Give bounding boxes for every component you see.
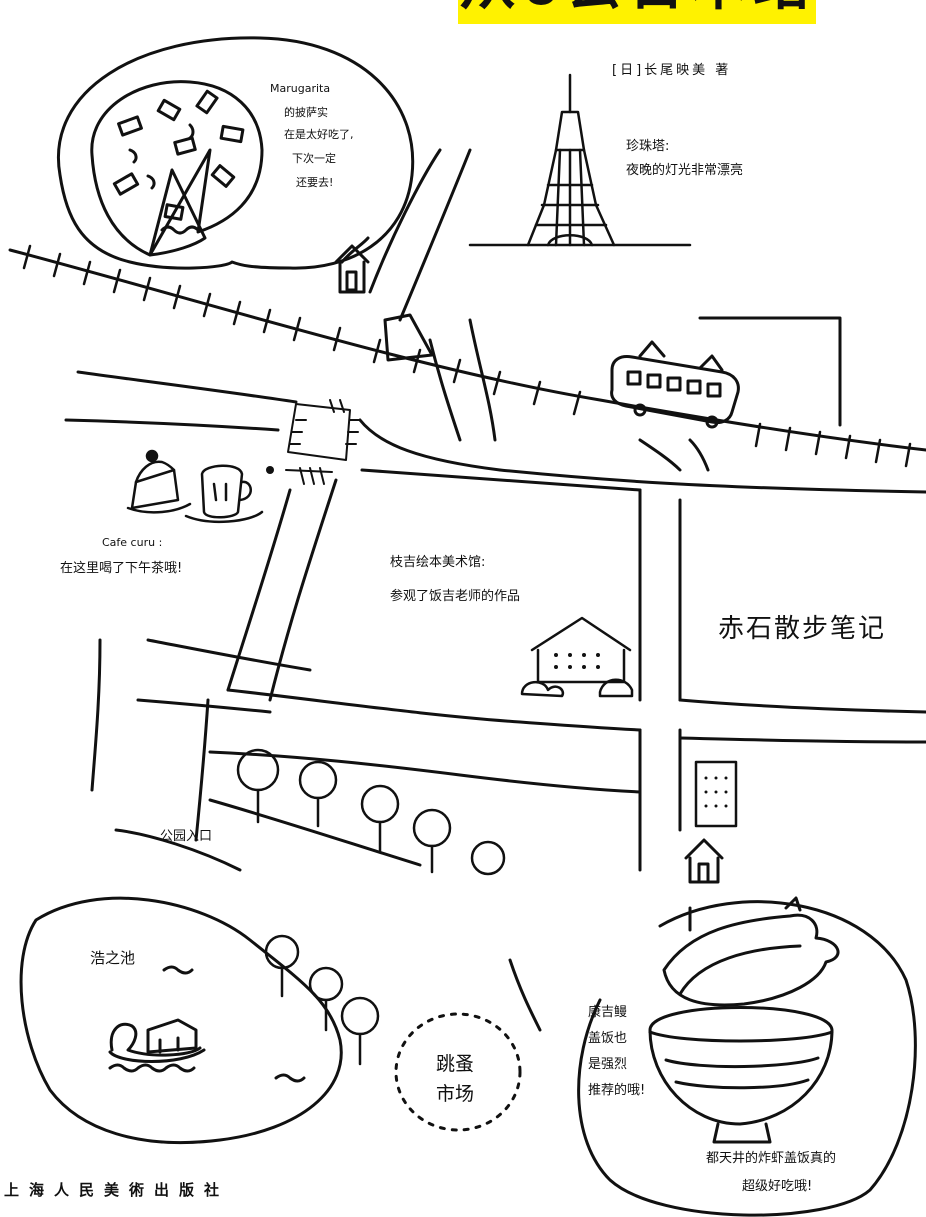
park-entrance-label: 公园入口 — [160, 829, 213, 844]
pizza-note-3: 下次一定 — [292, 152, 336, 165]
swan-boat-icon — [109, 1022, 202, 1057]
crosswalks — [285, 399, 361, 485]
tower-icon — [468, 73, 692, 247]
pizza-note-2: 在是太好吃了, — [284, 128, 354, 141]
tendon-note-2: 超级好吃哦! — [742, 1179, 813, 1194]
pizza-bubble — [57, 36, 415, 270]
tower-name: 珍珠塔: — [626, 139, 670, 154]
house-icon-south — [684, 838, 724, 884]
eel-note-2: 盖饭也 — [588, 1031, 628, 1046]
south-road — [508, 958, 542, 1032]
office-building-icon — [694, 760, 738, 828]
map-heading: 赤石散步笔记 — [718, 614, 887, 644]
flea-market-label-1: 跳蚤 — [436, 1053, 475, 1075]
book-title-banner: 从0去日本站 — [458, 0, 816, 24]
museum-icon — [520, 616, 634, 698]
fried-shrimp-icon — [662, 913, 840, 1007]
signal-dot — [266, 466, 274, 474]
eel-note-1: 康吉鳗 — [588, 1005, 628, 1020]
book-title: 从0去日本站 — [460, 0, 815, 18]
pizza-note-4: 还要去! — [296, 176, 334, 189]
eel-note-3: 是强烈 — [588, 1057, 628, 1072]
train-icon — [610, 316, 842, 429]
pizza-icon — [90, 80, 264, 257]
tendon-note-1: 都天井的炸虾盖饭真的 — [706, 1151, 837, 1166]
tower-desc: 夜晚的灯光非常漂亮 — [626, 163, 744, 178]
eel-note-4: 推荐的哦! — [588, 1083, 646, 1098]
museum-desc: 参观了饭吉老师的作品 — [390, 589, 521, 604]
publisher-name: 上海人民美術出版社 — [4, 1181, 230, 1199]
pond-name: 浩之池 — [90, 949, 136, 967]
roads — [64, 148, 926, 872]
cafe-name: Cafe curu : — [102, 536, 163, 549]
park-trees — [236, 748, 506, 1066]
cafe-icon — [126, 449, 264, 524]
flea-market-area — [394, 1012, 522, 1132]
author-credit: [日]长尾映美 著 — [612, 63, 732, 78]
museum-name: 枝吉绘本美术馆: — [390, 555, 486, 570]
house-icon-north — [334, 244, 370, 294]
railway — [8, 244, 926, 468]
pizza-place-name: Marugarita — [270, 82, 331, 95]
pizza-note-1: 的披萨实 — [284, 106, 328, 119]
pond-area — [19, 896, 343, 1144]
flea-market-label-2: 市场 — [436, 1083, 475, 1105]
rice-bowl-icon — [648, 1006, 834, 1126]
cafe-desc: 在这里喝了下午茶哦! — [60, 561, 183, 576]
tendon-bubble — [577, 896, 917, 1217]
